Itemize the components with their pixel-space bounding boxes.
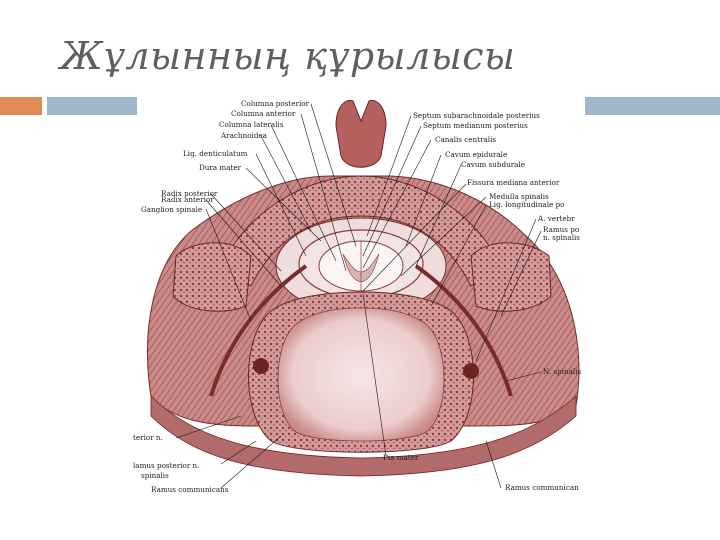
spinous-process: [336, 100, 386, 167]
label-ramus-communicans-left: Ramus communicans: [151, 485, 229, 494]
label-columna-posterior: Columna posterior: [241, 99, 310, 108]
slide-title: Жұлынның құрылысы: [60, 34, 516, 78]
label-ramus-posterior-n: lamus posterior n.: [133, 461, 199, 470]
label-lig-longitudinale: Lig. longitudinale po: [489, 200, 565, 209]
label-canalis-centralis: Canalis centralis: [435, 135, 496, 144]
label-columna-anterior: Columna anterior: [231, 109, 296, 118]
label-radix-anterior: Radix anterior: [161, 195, 214, 204]
label-lig-denticulatum: Lig. denticulatum: [183, 149, 248, 158]
label-arachnoidea: Arachnoidea: [220, 131, 268, 140]
label-fissura-mediana: Fissura mediana anterior: [467, 178, 560, 187]
vertebral-artery-left: [253, 358, 269, 374]
label-n-spinalis-ramus: n. spinalis: [543, 233, 580, 242]
transverse-process-left: [173, 243, 251, 311]
label-pia-mater: Pia mater: [383, 453, 419, 462]
label-dura-mater: Dura mater: [199, 163, 242, 172]
label-septum-medianum: Septum medianum posterius: [423, 121, 528, 130]
label-spinalis: spinalis: [141, 471, 169, 480]
label-n-spinalis: N. spinalis: [543, 367, 581, 376]
label-a-vertebralis: A. vertebr: [537, 214, 575, 223]
label-septum-subarachnoidale: Septum subarachnoidale posterius: [413, 111, 540, 120]
label-columna-lateralis: Columna lateralis: [219, 120, 284, 129]
accent-bar-blue-right: [585, 97, 720, 115]
vertebral-body-disc: [278, 308, 444, 441]
label-ganglion-spinale: Ganglion spinale: [141, 205, 202, 214]
vertebral-artery-right: [463, 363, 479, 379]
transverse-process-right: [471, 243, 551, 311]
accent-bar-orange: [0, 97, 42, 115]
label-cavum-subdurale: Cavum subdurale: [461, 160, 525, 169]
accent-bar-blue-left: [47, 97, 137, 115]
label-terior-n: terior n.: [133, 433, 163, 442]
spinal-cord-cross-section-figure: Columna posterior Columna anterior Colum…: [131, 96, 592, 496]
label-ramus-communicans-right: Ramus communican: [505, 483, 579, 492]
label-cavum-epidurale: Cavum epidurale: [445, 150, 507, 159]
